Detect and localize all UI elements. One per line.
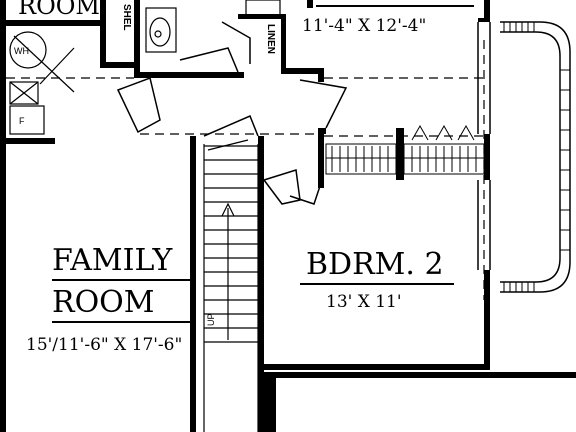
bedroom-2-name: BDRM. 2: [306, 247, 444, 282]
family-room-name-line2: ROOM: [52, 285, 155, 320]
water-heater-label: WH: [14, 46, 29, 56]
shelf-label: SHEL: [121, 4, 132, 31]
stairs-up-label: UP: [206, 313, 216, 326]
sink-icon: [149, 17, 171, 47]
water-heater-icon: [9, 31, 47, 69]
stairs: [203, 139, 259, 432]
dashed-lines: [6, 40, 485, 300]
window-wall: [477, 22, 491, 270]
linen-label: LINEN: [265, 24, 276, 54]
bedroom-2-dims: 13' X 11': [326, 292, 402, 312]
balcony-railing: [500, 21, 571, 293]
top-left-room-name: ROOM: [18, 0, 100, 20]
mechanical: [9, 31, 75, 135]
family-room-name-line1: FAMILY: [52, 243, 173, 278]
doors: [116, 21, 348, 205]
balcony-balusters: [503, 22, 570, 292]
closet-shelves: [325, 124, 485, 175]
family-room-dims: 15'/11'-6" X 17'-6": [26, 335, 182, 355]
bath-fixtures: [145, 0, 281, 53]
furnace-label: F: [19, 116, 25, 126]
top-right-room-dims: 11'-4" X 12'-4": [302, 16, 426, 36]
